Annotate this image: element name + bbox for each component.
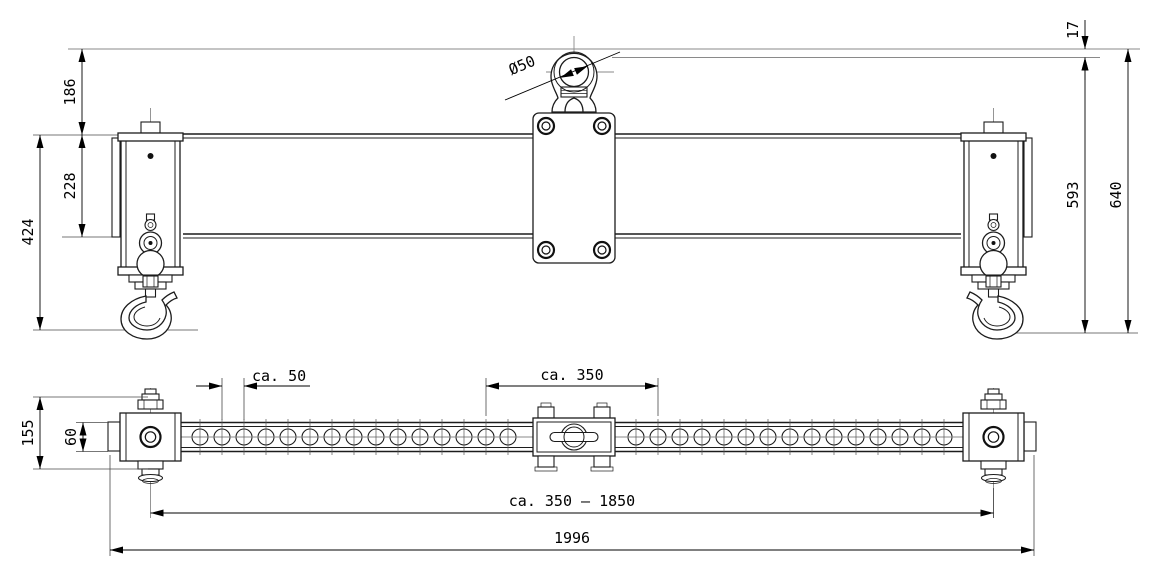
dim-1996: 1996	[109, 455, 1035, 556]
dim-17: 17	[1064, 20, 1089, 80]
dim-label-60: 60	[62, 428, 80, 446]
dim-label-eye-diameter: Ø50	[506, 52, 538, 79]
dim-label-ca50: ca. 50	[252, 367, 306, 385]
dim-ca350: ca. 350	[485, 366, 659, 416]
center-plate	[532, 112, 616, 264]
dim-label-186: 186	[61, 78, 79, 105]
eye-hole	[558, 56, 590, 88]
plan-view: ca. 50 ca. 350 155 60 ca. 350 – 1850	[19, 366, 1038, 556]
dim-label-424: 424	[19, 218, 37, 245]
left-end-block	[106, 386, 183, 520]
center-block-plan	[532, 402, 616, 472]
dim-label-593: 593	[1064, 181, 1082, 208]
hole-centermarks	[199, 419, 945, 455]
right-end-block	[961, 386, 1038, 520]
dim-424: 424	[19, 135, 44, 330]
suspension-eye	[546, 36, 614, 113]
beam-plan	[181, 421, 963, 453]
beam-front	[183, 133, 961, 239]
dim-label-ca350: ca. 350	[540, 366, 603, 384]
dim-label-640: 640	[1107, 181, 1125, 208]
dim-155: 155	[19, 396, 148, 470]
dim-range: ca. 350 – 1850	[150, 488, 994, 518]
front-view: Ø50 186 228 424 17 593 640	[19, 20, 1140, 340]
right-hook-trolley	[960, 107, 1033, 340]
dim-label-155: 155	[19, 419, 37, 446]
dim-593: 593	[1064, 57, 1089, 333]
dim-186: 186	[61, 49, 86, 135]
left-hook-trolley	[111, 107, 184, 340]
dim-label-1996: 1996	[554, 529, 590, 547]
dim-640: 640	[1107, 49, 1132, 333]
dim-228: 228	[61, 135, 86, 237]
dim-label-17: 17	[1064, 21, 1082, 39]
dim-label-range: ca. 350 – 1850	[509, 492, 635, 510]
dim-60: 60	[62, 422, 108, 452]
dim-label-228: 228	[61, 172, 79, 199]
dim-ca50: ca. 50	[196, 367, 310, 420]
